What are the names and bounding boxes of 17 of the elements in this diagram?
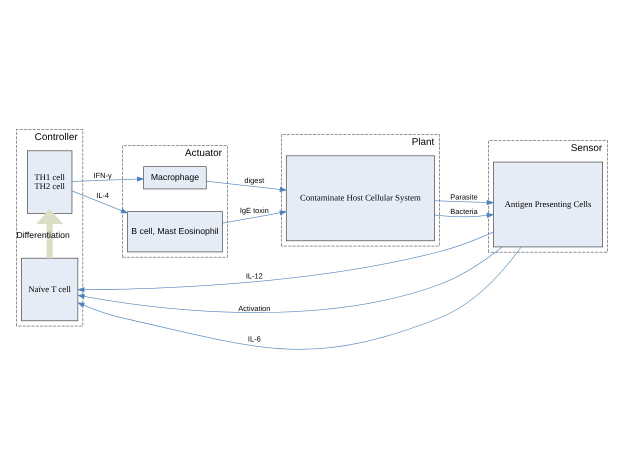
- arrow: [222, 210, 288, 224]
- node-box: Antigen Presenting Cells: [493, 161, 603, 247]
- arrow: [36, 208, 63, 258]
- arrow: [206, 180, 288, 192]
- arrow: [77, 246, 522, 350]
- node-box: Naïve T cell: [21, 257, 78, 321]
- node-box: Macrophage: [143, 166, 207, 189]
- node-box: TH1 cell TH2 cell: [27, 150, 72, 214]
- arrow: [76, 231, 494, 292]
- node-box: Contaminate Host Cellular System: [286, 155, 435, 241]
- arrow: [434, 212, 494, 218]
- arrow: [77, 246, 502, 312]
- arrow: [72, 190, 128, 213]
- arrow: [72, 176, 144, 182]
- edge-label: Differentiation: [16, 230, 70, 240]
- node-box: B cell, Mast Eosinophil: [127, 210, 223, 252]
- arrow: [434, 199, 494, 205]
